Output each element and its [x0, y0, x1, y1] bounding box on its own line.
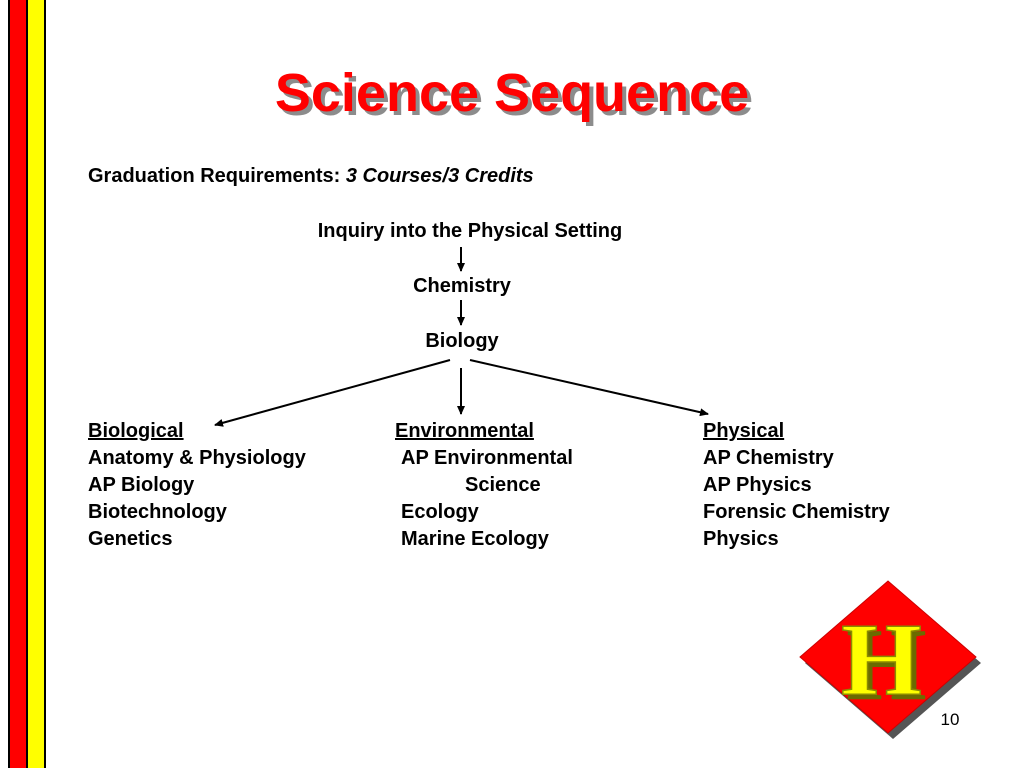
column-biological: Biological Anatomy & Physiology AP Biolo… [88, 418, 306, 553]
graduation-label: Graduation Requirements: [88, 165, 341, 187]
slide-title: Science Sequence [274, 63, 750, 123]
course-item: Marine Ecology [401, 528, 549, 550]
course-item: AP Physics [703, 474, 812, 496]
column-heading-environmental: Environmental [395, 420, 534, 442]
arrow-to-physical [469, 359, 709, 417]
course-item: AP Environmental [401, 447, 573, 469]
course-item: AP Biology [88, 474, 195, 496]
column-environmental: Environmental AP Environmental Science E… [395, 418, 573, 553]
stripe-border [26, 0, 28, 768]
logo-letter: H [841, 602, 922, 717]
graduation-requirements: Graduation Requirements: 3 Courses/3 Cre… [88, 165, 534, 188]
sequence-step-inquiry: Inquiry into the Physical Setting [317, 220, 623, 242]
course-item: Genetics [88, 528, 173, 550]
stripe-border [44, 0, 46, 768]
course-item: Biotechnology [88, 501, 227, 523]
course-item: Science [465, 474, 541, 496]
course-item: Anatomy & Physiology [88, 447, 306, 469]
stripe-border [8, 0, 10, 768]
graduation-value: 3 Courses/3 Credits [345, 165, 534, 187]
sequence-step-chemistry: Chemistry [413, 275, 511, 297]
column-heading-physical: Physical [703, 420, 785, 442]
svg-text:H: H [846, 607, 927, 722]
course-item: AP Chemistry [703, 447, 834, 469]
course-item: Ecology [401, 501, 479, 523]
sequence-step-biology: Biology [425, 330, 499, 352]
page-number: 10 [940, 710, 960, 729]
column-heading-biological: Biological [88, 420, 184, 442]
arrow-to-biological [214, 359, 451, 427]
column-physical: Physical AP Chemistry AP Physics Forensi… [703, 418, 890, 553]
left-yellow-stripe [28, 0, 44, 768]
course-item: Physics [703, 528, 779, 550]
school-logo: H H [790, 575, 990, 745]
left-red-stripe [10, 0, 26, 768]
h-diamond-logo-icon: H H [799, 580, 981, 739]
course-item: Forensic Chemistry [703, 501, 890, 523]
